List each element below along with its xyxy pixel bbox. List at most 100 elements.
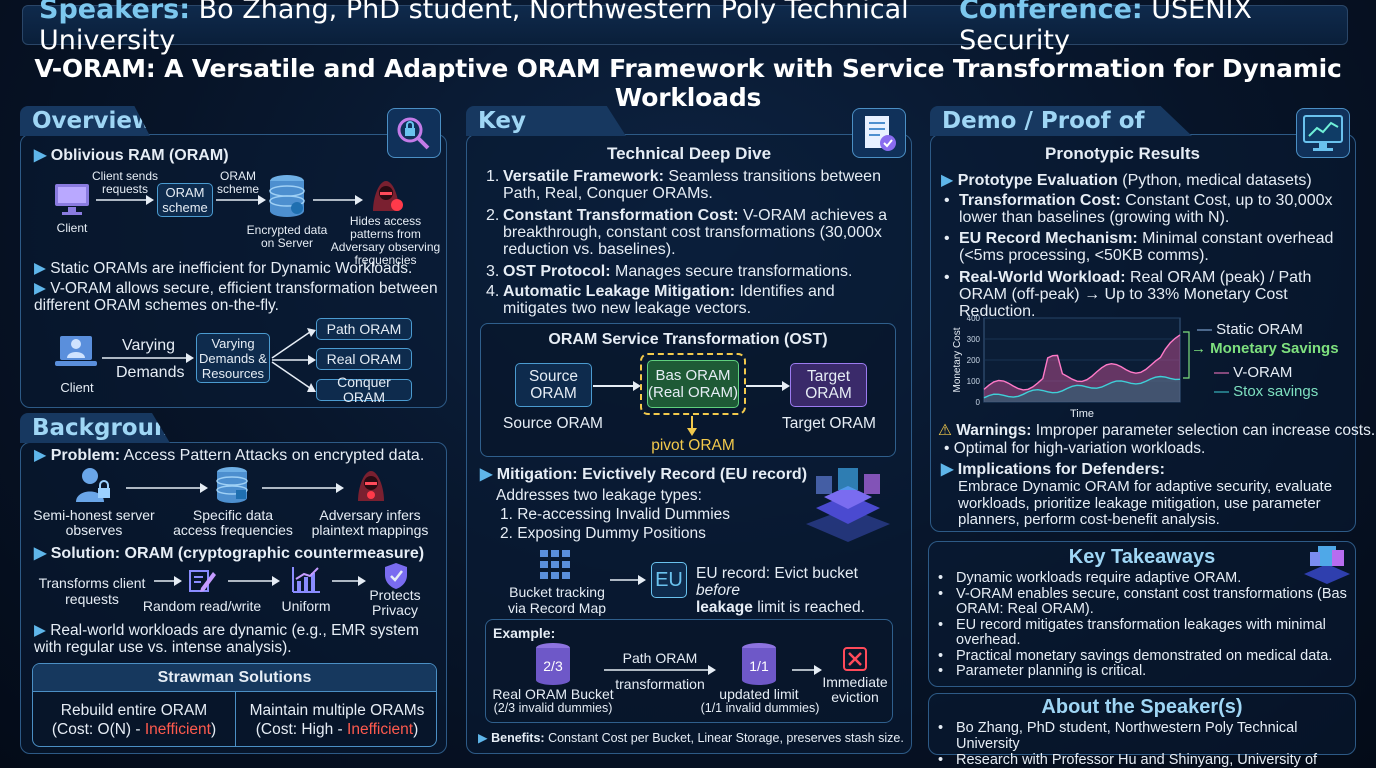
overview-bullet-2: ▶ V-ORAM allows secure, efficient transf… xyxy=(34,280,438,314)
random-rw-label: Random read/write xyxy=(142,598,262,614)
bucket-tracking-label: Bucket tracking via Record Map xyxy=(507,584,607,616)
list-item: •Research with Professor Hu and Shinyang… xyxy=(938,752,1318,768)
chart-series-stox-savings xyxy=(983,375,1181,399)
conquer-oram-box: Conquer ORAM xyxy=(316,375,412,405)
speakers-value: Bo Zhang, PhD student, Northwestern Poly… xyxy=(39,0,909,56)
chart-area-savings xyxy=(984,376,1180,402)
legend-monetary-savings: → Monetary Savings xyxy=(1191,340,1339,357)
adversary-label: Adversary infers plaintext mappings xyxy=(311,507,429,538)
hacker-icon xyxy=(367,175,405,218)
arrow-icon xyxy=(96,195,154,205)
shield-icon xyxy=(383,562,409,595)
monitor-chart-icon xyxy=(1296,108,1350,158)
edit-icon xyxy=(187,566,217,601)
demo-tab: Demo / Proof of Concept xyxy=(930,106,1192,136)
encrypted-data-label: Encrypted data on Server xyxy=(246,223,328,250)
ost-title: ORAM Service Transformation (OST) xyxy=(548,331,828,348)
varying-label: Varying xyxy=(122,337,176,354)
legend-stox-savings: — Stox savings xyxy=(1214,383,1319,400)
implications-text: Embrace Dynamic ORAM for adaptive securi… xyxy=(958,478,1333,528)
chart-x-label: Time xyxy=(1070,408,1094,420)
benefits-line: ▶ Benefits: Constant Cost per Bucket, Li… xyxy=(478,731,904,745)
speaker-list: •Bo Zhang, PhD student, Northwestern Pol… xyxy=(938,720,1353,768)
solution-line: ▶ Solution: ORAM (cryptographic counterm… xyxy=(34,545,425,562)
database-icon xyxy=(214,466,250,511)
strawman-title: Strawman Solutions xyxy=(33,664,436,692)
arrow-icon xyxy=(332,576,366,586)
demo-bullet-tc: •Transformation Cost: Constant Cost, up … xyxy=(944,192,1333,226)
takeaways-list: •Dynamic workloads require adaptive ORAM… xyxy=(938,570,1348,680)
takeaways-panel xyxy=(928,541,1356,687)
strawman-2: Maintain multiple ORAMs(Cost: High - Ine… xyxy=(249,702,425,738)
ratio-1-1: 1/1 xyxy=(749,658,769,674)
protects-label: Protects Privacy xyxy=(369,587,421,618)
legend-static-oram: — Static ORAM xyxy=(1197,321,1303,338)
arrow-icon xyxy=(746,381,790,391)
chart-bracket-label: 30% xyxy=(1190,347,1192,363)
mitigation-1: 1. Re-accessing Invalid Dummies xyxy=(500,506,731,523)
warnings-2: • Optimal for high-variation workloads. xyxy=(944,440,1206,457)
laptop-user-icon xyxy=(52,332,100,383)
list-item: •Practical monetary savings demonstrated… xyxy=(938,647,1333,664)
real-oram-box: Real ORAM xyxy=(316,348,412,370)
chip-platform-icon xyxy=(802,464,894,549)
arrow-icon xyxy=(102,353,194,363)
chart-y-tick: 0 xyxy=(976,398,981,407)
bar-chart-icon xyxy=(290,565,322,600)
arrow-icon xyxy=(228,576,280,586)
client-2-label: Client xyxy=(60,380,94,395)
target-oram-label: Target ORAM xyxy=(782,415,876,432)
hides-label: Hides access patterns from Adversary obs… xyxy=(330,214,441,267)
security-search-icon xyxy=(387,108,441,158)
path-oram-label: Path ORAM xyxy=(622,650,698,666)
monitor-icon xyxy=(52,182,92,223)
specific-data-label: Specific data access frequencies xyxy=(173,507,293,538)
close-icon xyxy=(843,647,867,676)
problem-line: ▶ Problem: Access Pattern Attacks on enc… xyxy=(34,447,425,464)
implications-heading: ▶ Implications for Defenders: xyxy=(941,461,1165,478)
addresses-text: Addresses two leakage types: xyxy=(496,487,702,504)
speakers: Speakers: Bo Zhang, PhD student, Northwe… xyxy=(39,0,959,56)
chart-y-tick: 400 xyxy=(967,314,981,323)
document-icon xyxy=(852,108,906,158)
oram-scheme-arrow-label: ORAM scheme xyxy=(216,169,260,196)
mitigation-heading: ▶ Mitigation: Evictively Record (EU reco… xyxy=(480,466,808,483)
list-item: •EU record mitigates transformation leak… xyxy=(938,616,1326,648)
invalid-1-label: (2/3 invalid dummies) xyxy=(493,701,613,715)
finding-1: 1.Versatile Framework: Seamless transiti… xyxy=(486,168,881,202)
immediate-eviction-label: Immediate eviction xyxy=(822,674,888,705)
bas-oram-box: Bas ORAM(Real ORAM) xyxy=(647,360,739,408)
real-bucket-label: Real ORAM Bucket xyxy=(492,686,614,702)
demands-label: Demands xyxy=(116,364,185,381)
server-platform-icon xyxy=(1302,542,1352,589)
chart-y-tick: 200 xyxy=(967,356,981,365)
bucket-db-icon xyxy=(533,642,573,691)
chart-savings-bracket xyxy=(1183,331,1190,379)
arrow-icon xyxy=(610,575,646,585)
transformation-label: transformation xyxy=(615,676,705,692)
overview-tab: Overview xyxy=(20,106,150,136)
varying-demands-box: Varying Demands & Resources xyxy=(196,333,270,383)
list-item: •Dynamic workloads require adaptive ORAM… xyxy=(938,570,1242,586)
arrow-icon xyxy=(126,483,208,493)
database-icon xyxy=(267,174,307,225)
arrow-icon xyxy=(216,195,266,205)
legend-v-oram: — V-ORAM xyxy=(1214,364,1293,381)
warnings-line: ⚠ Warnings: Improper parameter selection… xyxy=(938,422,1376,439)
header-bar: Speakers: Bo Zhang, PhD student, Northwe… xyxy=(22,0,1348,56)
page-title: V-ORAM: A Versatile and Adaptive ORAM Fr… xyxy=(34,54,1342,112)
overview-bullet-1: ▶ Static ORAMs are inefficient for Dynam… xyxy=(34,260,413,277)
conference-label: Conference: xyxy=(959,0,1143,25)
prototype-line: ▶ Prototype Evaluation (Python, medical … xyxy=(941,172,1312,189)
chart-y-label: Monetary Cost xyxy=(952,327,963,392)
source-oram-label: Source ORAM xyxy=(503,415,603,432)
bucket-db-icon xyxy=(739,642,779,691)
takeaways-title: Key Takeaways xyxy=(1068,546,1216,568)
down-arrow-icon xyxy=(687,416,697,436)
overview-heading: ▶ Oblivious RAM (ORAM) xyxy=(34,147,229,164)
bucket-grid-icon xyxy=(538,548,572,587)
realworld-bullet: ▶ Real-world workloads are dynamic (e.g.… xyxy=(34,622,419,656)
client-label: Client xyxy=(56,221,88,235)
